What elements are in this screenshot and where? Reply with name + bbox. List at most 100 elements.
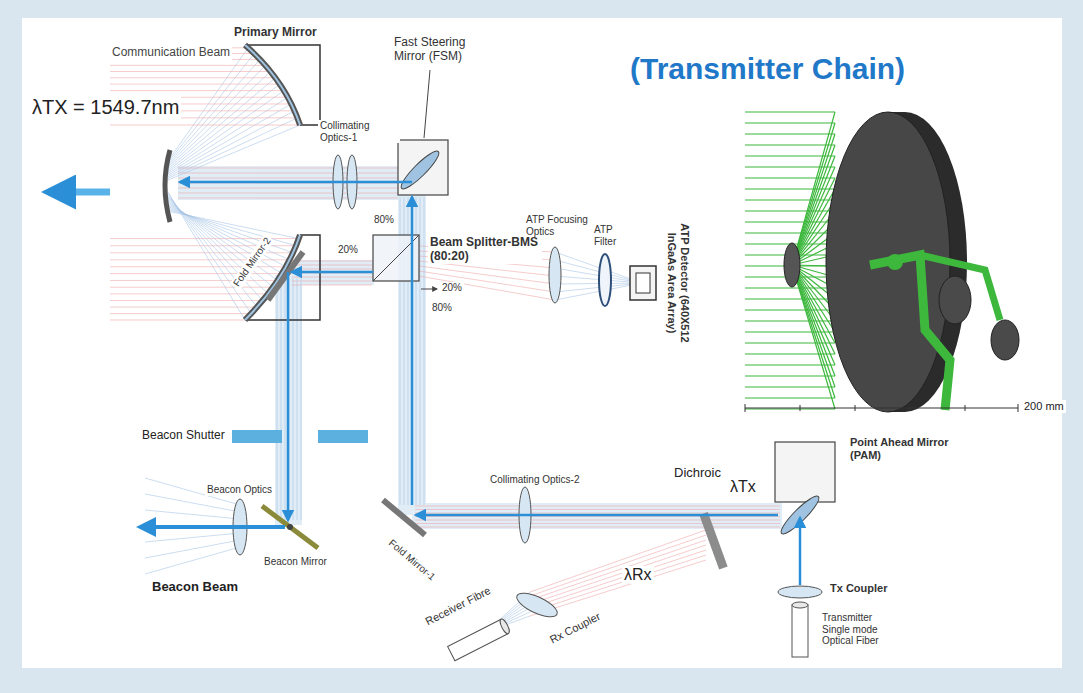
light-rays <box>530 540 706 600</box>
part-label: Beacon Shutter <box>140 429 227 443</box>
beacon-shutter <box>318 430 368 443</box>
telescope-model <box>745 166 835 167</box>
light-rays <box>110 320 245 321</box>
telescope-model <box>745 232 835 233</box>
light-rays <box>178 193 398 194</box>
beam-bands <box>290 260 374 285</box>
fold-mirror-1 <box>383 500 425 535</box>
fast-steering-mirror <box>397 147 442 192</box>
light-rays <box>178 168 398 169</box>
light-rays <box>110 313 251 314</box>
transmit-arrows <box>292 271 373 274</box>
panel-ground <box>22 18 1062 668</box>
light-rays <box>292 277 372 278</box>
atp-optics <box>630 266 656 300</box>
telescope-model <box>870 255 950 410</box>
primary-mirror <box>245 45 300 125</box>
ratio-label: 20% <box>440 282 464 294</box>
light-rays <box>168 71 271 167</box>
light-rays <box>110 71 271 72</box>
part-label: ATP Filter <box>592 224 634 247</box>
telescope-model <box>745 177 835 178</box>
light-rays <box>145 547 240 574</box>
scale-bar <box>745 404 1018 412</box>
light-rays <box>415 527 780 528</box>
light-rays <box>277 278 278 520</box>
transmit-arrows <box>180 181 412 184</box>
point-ahead-mirror <box>775 442 835 538</box>
receiver-fibre <box>448 618 511 661</box>
transmit-arrows <box>140 182 800 585</box>
atp-optics <box>549 247 561 303</box>
telescope-model <box>826 112 950 412</box>
secondary-mirror <box>165 150 170 222</box>
wavelength-label: λRx <box>622 566 654 584</box>
telescope-model <box>745 408 835 409</box>
light-rays <box>292 273 372 274</box>
part-label: Point Ahead Mirror (PAM) <box>848 436 952 461</box>
transmit-arrows <box>140 525 285 529</box>
atp-optics <box>549 247 656 306</box>
telescope-model <box>745 155 835 156</box>
light-rays <box>178 198 398 199</box>
light-rays <box>415 516 780 517</box>
telescope-model <box>745 386 835 387</box>
light-rays <box>285 278 286 520</box>
ratio-label: 20% <box>336 244 360 256</box>
light-rays <box>110 48 780 632</box>
telescope-model <box>745 122 835 123</box>
diagram-title: (Transmitter Chain) <box>630 52 905 86</box>
dimension-label: 200 mm <box>1022 400 1066 413</box>
leader-line <box>424 70 430 138</box>
transmit-arrows <box>411 197 414 505</box>
light-rays <box>292 285 372 286</box>
light-rays <box>168 65 265 165</box>
wavelength-label: λTx <box>728 478 758 496</box>
light-rays <box>415 513 780 514</box>
telescope-model <box>745 112 1019 412</box>
point-ahead-mirror <box>775 442 835 502</box>
light-rays <box>110 65 265 66</box>
light-rays <box>178 188 398 189</box>
beam-label: Communication Beam <box>110 46 232 60</box>
beacon-mirror <box>287 524 293 530</box>
rx-coupler <box>514 588 561 621</box>
light-rays <box>110 280 278 281</box>
part-label: Tx Coupler <box>828 582 889 595</box>
telescope-model <box>745 397 835 398</box>
receiver-fibre <box>448 619 509 660</box>
telescope-model <box>745 188 835 189</box>
scale-bar <box>800 405 801 411</box>
light-rays <box>110 77 275 78</box>
ratio-label: 80% <box>372 214 396 226</box>
light-rays <box>301 278 302 520</box>
tx-coupler <box>778 586 822 598</box>
light-rays <box>145 533 240 542</box>
part-label: Beam Splitter-BMS (80:20) <box>428 236 542 264</box>
telescope-model <box>784 243 800 287</box>
light-rays <box>424 197 425 505</box>
light-rays <box>530 560 706 616</box>
part-label: Beacon Mirror <box>262 556 329 568</box>
light-rays <box>110 90 284 91</box>
part-label: Primary Mirror <box>232 26 319 40</box>
telescope-model <box>745 111 835 112</box>
scale-bar <box>910 405 911 411</box>
light-rays <box>168 192 245 320</box>
light-rays <box>415 509 780 510</box>
primary-mirror <box>245 235 300 320</box>
light-rays <box>145 540 240 558</box>
light-rays <box>419 276 555 300</box>
light-rays <box>110 84 280 85</box>
ratio-label: 80% <box>430 302 454 314</box>
light-rays <box>110 259 290 260</box>
light-rays <box>168 91 284 172</box>
part-label: Beacon Beam <box>150 580 240 595</box>
telescope-model <box>745 210 835 211</box>
beam-bands <box>178 166 782 529</box>
telescope-model <box>745 112 835 409</box>
part-label: Collimating Optics-2 <box>488 474 581 486</box>
light-rays <box>110 287 273 288</box>
light-rays <box>530 535 706 596</box>
